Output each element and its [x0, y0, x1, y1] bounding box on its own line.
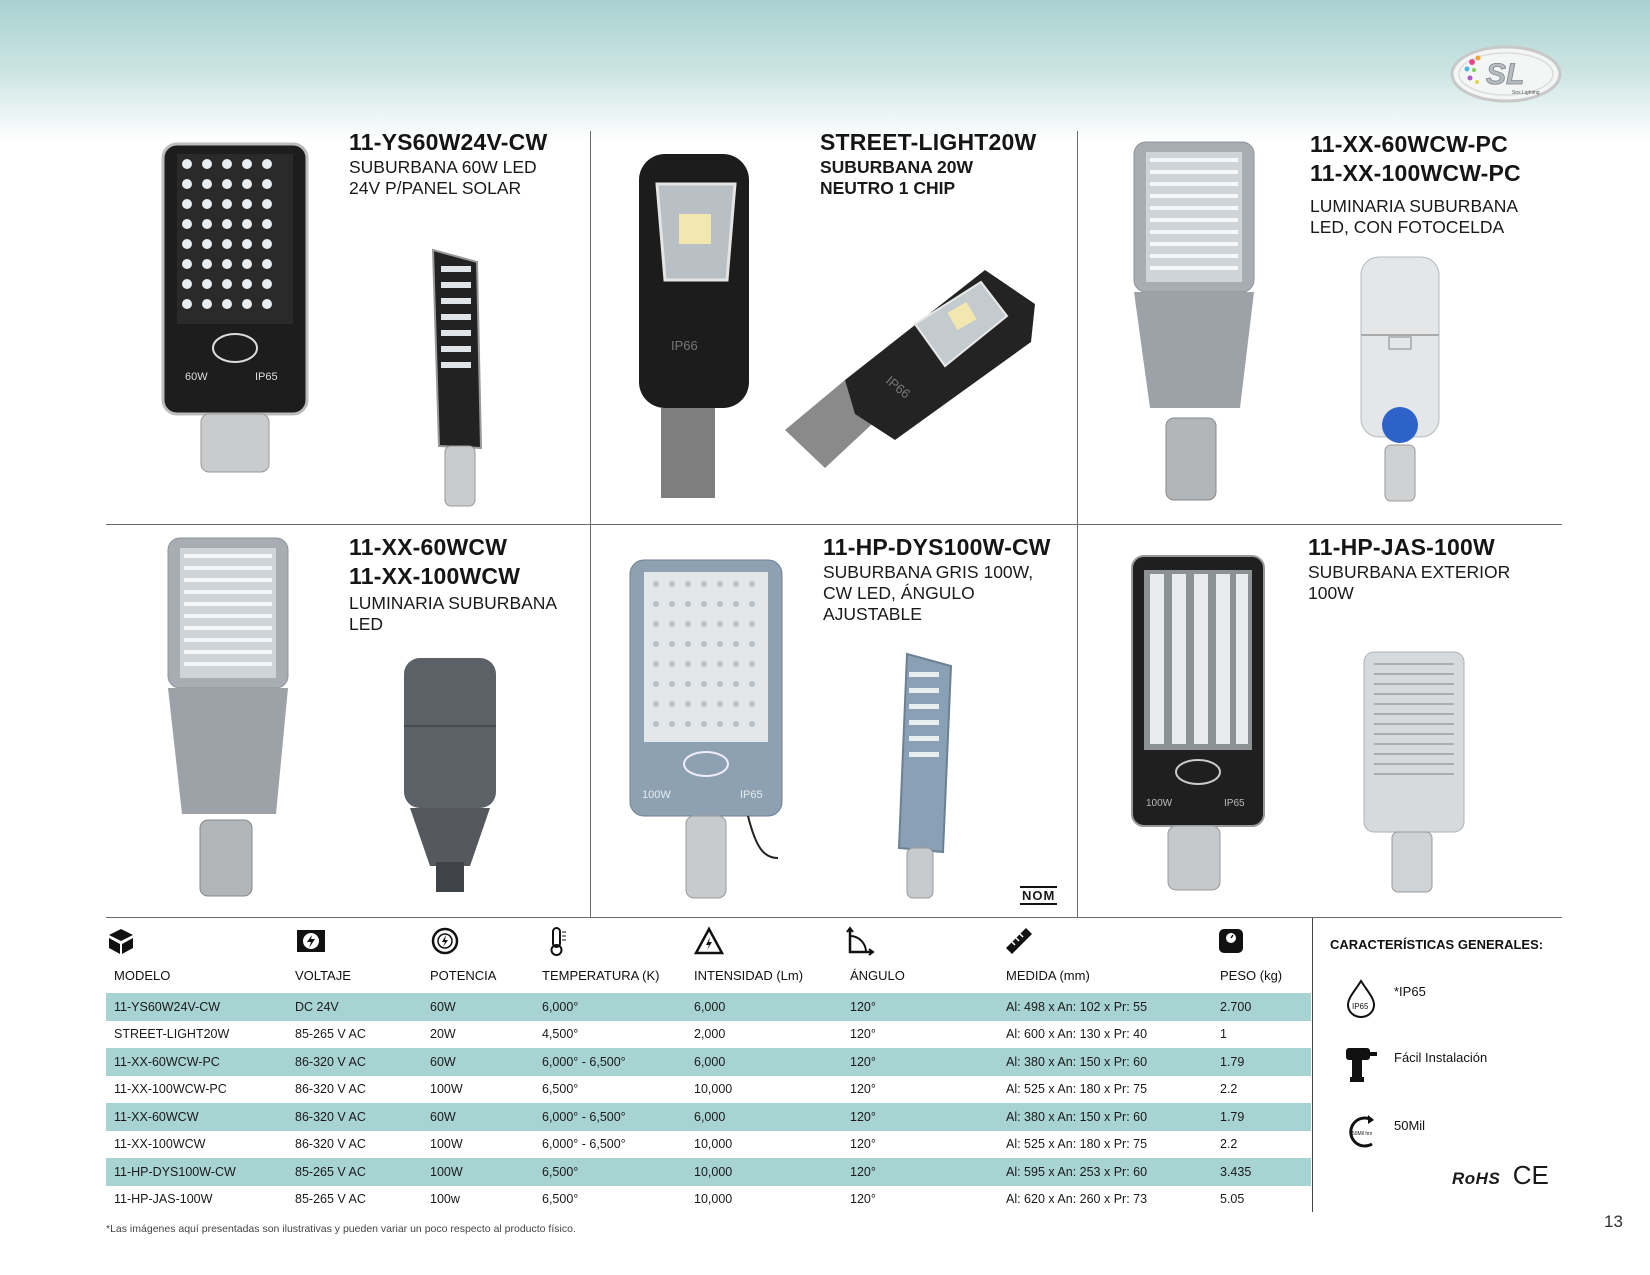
product-card: 11-HP-DYS100W-CW SUBURBANA GRIS 100W, CW… [823, 533, 1073, 625]
product-desc: LED, CON FOTOCELDA [1310, 217, 1505, 237]
product-desc: SUBURBANA GRIS 100W, [823, 562, 1034, 582]
product-desc: 24V P/PANEL SOLAR [349, 178, 522, 198]
col-header-potencia: POTENCIA [430, 968, 497, 983]
col-header-temperatura: TEMPERATURA (K) [542, 968, 660, 983]
ruler-icon [1006, 928, 1032, 954]
footnote: *Las imágenes aquí presentadas son ilust… [106, 1223, 576, 1235]
product-desc: CW LED, ÁNGULO [823, 583, 975, 603]
divider [106, 524, 1562, 525]
product-desc: SUBURBANA 20W [820, 157, 973, 177]
features-title: CARACTERÍSTICAS GENERALES: [1330, 937, 1544, 952]
product-image-back [1360, 256, 1440, 502]
product-image: 60W IP65 [161, 142, 309, 473]
certification-marks: RoHS CE [1452, 1160, 1549, 1191]
product-image-back [404, 658, 496, 892]
product-desc: NEUTRO 1 CHIP [820, 178, 956, 198]
product-desc: LUMINARIA SUBURBANA [349, 593, 558, 613]
svg-text:IP66: IP66 [671, 338, 698, 353]
product-desc: SUBURBANA EXTERIOR [1308, 562, 1511, 582]
product-image-side [897, 652, 953, 899]
product-card: STREET-LIGHT20W SUBURBANA 20W NEUTRO 1 C… [820, 128, 1070, 199]
rohs-mark: RoHS [1452, 1169, 1501, 1188]
product-desc: LUMINARIA SUBURBANA [1310, 196, 1519, 216]
col-header-intensidad: INTENSIDAD (Lm) [694, 968, 804, 983]
divider [1312, 918, 1313, 1212]
product-image: 100W IP65 [629, 559, 783, 899]
feature-label: Fácil Instalación [1394, 1050, 1488, 1065]
svg-text:50Mil hrs: 50Mil hrs [1352, 1131, 1373, 1137]
header-band [0, 0, 1650, 140]
col-header-modelo: MODELO [114, 968, 171, 983]
svg-text:100W: 100W [642, 789, 671, 801]
product-card: 11-YS60W24V-CW SUBURBANA 60W LED 24V P/P… [349, 128, 579, 199]
product-image: IP66 [639, 154, 749, 498]
col-header-voltaje: VOLTAJE [295, 968, 351, 983]
nom-mark: NOM [1020, 886, 1058, 905]
logo-text: SL [1486, 58, 1524, 91]
product-code: 11-HP-JAS-100W [1308, 534, 1495, 560]
product-image-side [431, 248, 483, 507]
svg-text:IP65: IP65 [1352, 1002, 1369, 1011]
power-supply-icon [297, 930, 325, 952]
product-code: 11-XX-60WCW-PC [1310, 131, 1508, 157]
intensity-warning-icon [694, 926, 724, 955]
svg-text:IP65: IP65 [740, 789, 763, 801]
product-code: STREET-LIGHT20W [820, 129, 1037, 155]
svg-text:IP65: IP65 [255, 371, 278, 383]
feature-label: *IP65 [1394, 984, 1426, 999]
ip65-drop-icon: IP65 [1346, 979, 1376, 1018]
product-code: 11-XX-100WCW [349, 563, 521, 589]
box-icon [109, 929, 133, 954]
product-code: 11-XX-100WCW-PC [1310, 160, 1521, 186]
product-desc: 100W [1308, 583, 1354, 603]
drill-icon [1346, 1048, 1377, 1082]
ce-mark: CE [1512, 1160, 1549, 1190]
product-desc: AJUSTABLE [823, 604, 922, 624]
product-card: 11-XX-60WCW 11-XX-100WCW LUMINARIA SUBUR… [349, 533, 589, 635]
product-image: 100W IP65 [1131, 555, 1265, 891]
table-icon-row [106, 926, 1311, 962]
product-code: 11-HP-DYS100W-CW [823, 534, 1051, 560]
feature-label: 50Mil [1394, 1118, 1426, 1133]
power-icon [431, 927, 459, 955]
logo-subtext: Sns Lighting [1512, 90, 1540, 96]
product-image [167, 537, 289, 897]
product-card: 11-HP-JAS-100W SUBURBANA EXTERIOR 100W [1308, 533, 1558, 604]
col-header-medida: MEDIDA (mm) [1006, 968, 1090, 983]
col-header-angulo: ÁNGULO [850, 968, 905, 983]
page-number: 13 [1604, 1212, 1623, 1231]
col-header-peso: PESO (kg) [1220, 968, 1283, 983]
product-image-side: IP66 [785, 270, 1035, 468]
product-card: 11-XX-60WCW-PC 11-XX-100WCW-PC LUMINARIA… [1310, 130, 1560, 238]
svg-text:IP65: IP65 [1224, 798, 1245, 809]
scale-icon [1219, 929, 1243, 953]
thermometer-icon [550, 927, 566, 956]
svg-text:100W: 100W [1146, 798, 1173, 809]
svg-text:60W: 60W [185, 371, 208, 383]
product-desc: LED [349, 614, 384, 634]
lifetime-hours-icon: 50Mil hrs [1349, 1115, 1374, 1148]
product-image-back [1363, 651, 1465, 893]
product-desc: SUBURBANA 60W LED [349, 157, 537, 177]
product-code: 11-YS60W24V-CW [349, 129, 548, 155]
product-code: 11-XX-60WCW [349, 534, 508, 560]
sl-logo: SL Sns Lighting [1450, 45, 1562, 103]
product-image [1133, 141, 1255, 501]
angle-icon [846, 926, 875, 956]
divider [106, 917, 1562, 918]
